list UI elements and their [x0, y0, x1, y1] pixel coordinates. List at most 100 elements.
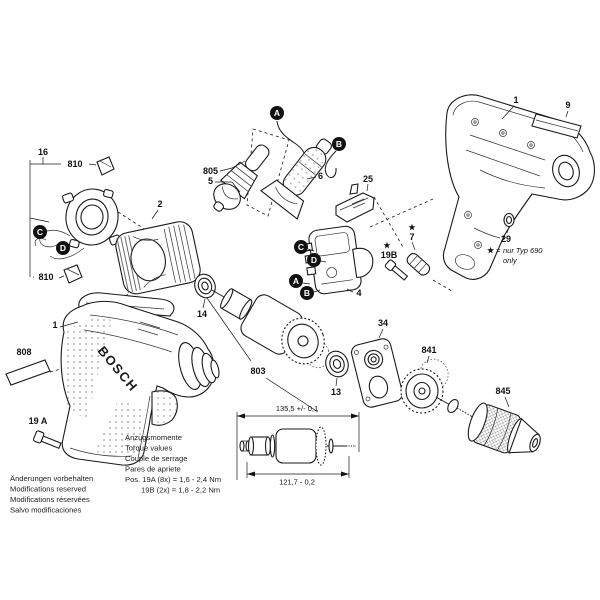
part-label-805: 805 — [203, 166, 218, 176]
svg-text:A: A — [274, 108, 280, 118]
nameplate-big — [531, 113, 582, 139]
torque-line-6: 19B (2x) = 1,8 - 2,2 Nm — [141, 486, 220, 495]
dimension-bottom: 121,7 - 0,2 — [279, 478, 315, 487]
gear-841: 841 — [400, 345, 477, 420]
star-mark: ★ — [383, 241, 391, 250]
callout-c-switch: C — [294, 240, 315, 254]
lock-lever — [335, 183, 375, 223]
part-label-19a: 19 A — [29, 416, 48, 426]
pin-7 — [406, 253, 431, 276]
screw-19b-group: ★ 19B — [381, 241, 409, 281]
brush-holder-ring — [34, 188, 122, 260]
armature-dimensioned — [239, 426, 356, 466]
torque-line-5: Pos. 19A (8x) = 1,6 - 2,4 Nm — [125, 475, 221, 484]
dimension-top: 135,5 +/- 0,1 — [276, 404, 318, 413]
part-label-25: 25 — [363, 174, 373, 184]
field-coil: 2 — [102, 199, 201, 318]
part-label-9: 9 — [565, 100, 570, 110]
cord-grommet — [213, 144, 270, 212]
part-label-34: 34 — [378, 318, 388, 328]
explode-frame — [246, 128, 290, 217]
part-label-7: 7 — [409, 232, 414, 242]
callout-b-cord: B — [332, 137, 346, 151]
part-label-1-left: 1 — [52, 320, 57, 330]
switch-assembly: 25 C D — [289, 174, 434, 300]
svg-text:B: B — [336, 139, 342, 149]
svg-text:A: A — [293, 276, 299, 286]
part-label-19b: 19B — [381, 250, 398, 260]
svg-text:D: D — [60, 243, 66, 253]
chuck-845: 845 — [467, 386, 541, 454]
part-label-13: 13 — [331, 387, 341, 397]
part-label-841: 841 — [421, 345, 436, 355]
torque-line-1: Anzugsmomente — [125, 433, 182, 442]
part-label-803: 803 — [250, 366, 265, 376]
leader-line-803 — [265, 377, 319, 413]
left-drill-housing: BOSCH 1 808 19 A — [5, 292, 220, 466]
screw-19a — [32, 430, 62, 450]
svg-text:D: D — [311, 255, 317, 265]
bearing-13 — [325, 350, 349, 378]
part-label-845: 845 — [495, 386, 510, 396]
explode-axis — [373, 196, 404, 248]
callout-d-brush: D — [56, 241, 70, 255]
part-label-1-right: 1 — [513, 95, 518, 105]
brush-holder-assembly: 16 810 810 C — [29, 147, 147, 284]
part-label-6: 6 — [318, 171, 323, 181]
part-label-810-top: 810 — [67, 159, 82, 169]
svg-text:B: B — [304, 288, 310, 298]
torque-line-2: Torque values — [125, 444, 172, 453]
modification-notice: Änderungen vorbehalten Modifications res… — [10, 474, 93, 515]
torque-line-4: Pares de apriete — [125, 465, 181, 474]
cord-wire-a — [276, 120, 305, 154]
legend-text-1: nur Typ 690 — [503, 246, 543, 255]
bearing-flange-34: 34 — [351, 318, 403, 408]
nameplate-small — [5, 359, 51, 386]
notice-line-3: Modifications réservées — [10, 495, 90, 504]
right-drill-housing: 1 9 29 ★ = nur Typ 690 only — [442, 94, 596, 280]
pin-7-group: ★ 7 — [373, 196, 453, 292]
part-label-5: 5 — [208, 176, 213, 186]
notice-line-2: Modifications reserved — [10, 485, 86, 494]
svg-text:C: C — [298, 242, 304, 252]
star-mark: ★ — [408, 223, 416, 232]
legend-text-2: only — [503, 256, 518, 265]
explode-axis — [432, 279, 453, 292]
plug-body — [260, 138, 332, 220]
torque-values: Anzugsmomente Torque values Couple de se… — [125, 433, 221, 495]
carbon-brush-top — [96, 156, 115, 176]
power-cord-assembly: A B 805 5 — [203, 106, 346, 220]
screw-19b — [384, 259, 409, 281]
part-label-29: 29 — [501, 234, 511, 244]
dimension-drawing: 135,5 +/- 0,1 121,7 - 0,2 — [236, 404, 360, 487]
torque-line-3: Couple de serrage — [125, 454, 187, 463]
part-label-808: 808 — [16, 347, 31, 357]
armature-fan — [281, 317, 330, 369]
explode-axis — [369, 198, 434, 228]
part-label-4: 4 — [356, 288, 361, 298]
part-label-810-bottom: 810 — [38, 272, 53, 282]
oring-29 — [503, 212, 515, 234]
notice-line-4: Salvo modificaciones — [10, 506, 82, 515]
bearing-14 — [194, 273, 216, 299]
explode-axis — [117, 211, 147, 231]
legend-eq: = — [496, 246, 501, 255]
armature-assembly: 14 13 803 — [194, 273, 349, 413]
notice-line-1: Änderungen vorbehalten — [10, 474, 93, 483]
star-legend: ★ = nur Typ 690 only — [487, 246, 543, 265]
part-label-14: 14 — [197, 309, 207, 319]
callout-d-switch: D — [307, 253, 327, 267]
carbon-brush-bottom — [63, 264, 83, 284]
part-label-16: 16 — [38, 147, 48, 157]
callout-a-cord: A — [270, 106, 284, 120]
legend-star: ★ — [487, 246, 495, 255]
svg-text:C: C — [37, 227, 43, 237]
leader-line-803 — [206, 297, 252, 362]
callout-a-switch: A — [289, 274, 311, 288]
callout-b-switch: B — [300, 286, 321, 300]
cord-wire-b — [324, 150, 337, 179]
part-label-2: 2 — [157, 199, 162, 209]
spindle — [435, 396, 477, 420]
